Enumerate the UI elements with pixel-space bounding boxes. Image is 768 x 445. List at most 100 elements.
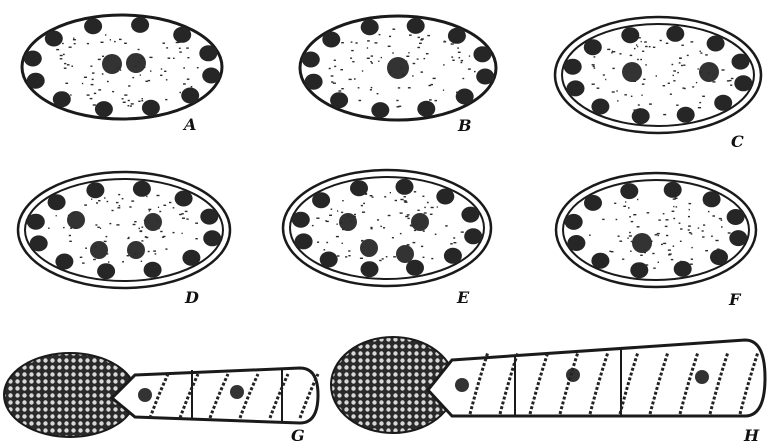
granule bbox=[666, 235, 668, 236]
granule bbox=[698, 227, 700, 228]
granule bbox=[679, 58, 682, 59]
granule bbox=[316, 218, 319, 219]
granule bbox=[690, 264, 693, 265]
granule bbox=[457, 47, 459, 48]
panel-label-b: B bbox=[457, 116, 472, 135]
granule bbox=[183, 67, 185, 68]
granule bbox=[382, 258, 384, 259]
granule bbox=[450, 243, 453, 244]
granule bbox=[377, 219, 379, 220]
granule bbox=[163, 43, 166, 44]
granule bbox=[637, 199, 638, 200]
granule bbox=[676, 206, 678, 207]
granule bbox=[331, 209, 333, 210]
granule bbox=[631, 96, 633, 97]
granule bbox=[331, 75, 334, 76]
granule bbox=[379, 34, 381, 35]
granule bbox=[107, 201, 109, 202]
granule bbox=[186, 47, 189, 48]
chromatophore bbox=[473, 46, 491, 62]
granule bbox=[451, 56, 453, 57]
granule bbox=[396, 100, 398, 101]
granule bbox=[91, 84, 94, 85]
granule bbox=[329, 68, 331, 69]
granule bbox=[612, 91, 615, 92]
granule bbox=[124, 94, 127, 95]
granule bbox=[158, 207, 159, 208]
granule bbox=[679, 223, 681, 224]
granule bbox=[691, 259, 693, 260]
granule bbox=[592, 64, 595, 65]
granule bbox=[684, 88, 686, 89]
granule bbox=[173, 207, 175, 208]
granule bbox=[663, 243, 666, 244]
granule bbox=[157, 195, 160, 196]
granule bbox=[652, 253, 654, 254]
granule bbox=[637, 46, 638, 47]
granule bbox=[140, 231, 143, 232]
granule bbox=[653, 268, 655, 269]
granule bbox=[91, 247, 92, 248]
panel-e: E bbox=[283, 170, 491, 307]
granule bbox=[176, 42, 179, 43]
granule bbox=[353, 216, 356, 217]
chromatophore bbox=[710, 249, 728, 265]
granule bbox=[138, 101, 140, 102]
granule bbox=[424, 58, 426, 59]
granule bbox=[689, 232, 692, 233]
granule bbox=[711, 236, 713, 237]
granule bbox=[631, 221, 634, 222]
granule bbox=[141, 58, 144, 59]
granule bbox=[672, 64, 674, 65]
granule bbox=[351, 50, 354, 51]
granule bbox=[427, 202, 429, 203]
panel-e-detail bbox=[292, 179, 482, 277]
granule bbox=[421, 226, 423, 227]
granule bbox=[700, 51, 701, 52]
granule bbox=[347, 215, 350, 216]
granule bbox=[95, 224, 97, 225]
granule bbox=[705, 250, 708, 251]
granule bbox=[683, 65, 685, 66]
chromatophore bbox=[407, 18, 425, 34]
granule bbox=[107, 253, 109, 254]
granule bbox=[148, 80, 150, 81]
granule bbox=[84, 77, 87, 78]
granule bbox=[71, 66, 73, 67]
granule bbox=[474, 71, 476, 72]
granule bbox=[427, 35, 430, 36]
granule bbox=[64, 63, 66, 64]
granule bbox=[644, 249, 646, 250]
granule bbox=[443, 90, 444, 91]
granule bbox=[730, 85, 732, 86]
granule bbox=[118, 67, 121, 68]
granule bbox=[677, 72, 679, 73]
granule bbox=[341, 212, 343, 213]
chromatophore bbox=[436, 189, 454, 205]
granule bbox=[388, 215, 391, 216]
granule bbox=[433, 78, 436, 79]
granule bbox=[181, 213, 184, 214]
granule bbox=[627, 238, 628, 239]
granule bbox=[383, 227, 385, 228]
panel-g: G bbox=[4, 353, 318, 445]
granule bbox=[698, 107, 701, 108]
granule bbox=[633, 81, 636, 82]
granule bbox=[630, 251, 632, 252]
chromatophore bbox=[182, 250, 200, 266]
granule bbox=[729, 80, 732, 81]
granule bbox=[358, 87, 360, 88]
granule bbox=[124, 43, 127, 44]
chromatophore bbox=[620, 183, 638, 199]
granule bbox=[400, 212, 403, 213]
granule bbox=[413, 242, 416, 243]
granule bbox=[705, 54, 708, 55]
chromatophore bbox=[181, 88, 199, 104]
granule bbox=[160, 231, 162, 232]
granule bbox=[647, 212, 650, 213]
granule bbox=[141, 261, 142, 262]
granule bbox=[629, 232, 631, 233]
granule bbox=[60, 55, 63, 56]
granule bbox=[713, 74, 715, 75]
